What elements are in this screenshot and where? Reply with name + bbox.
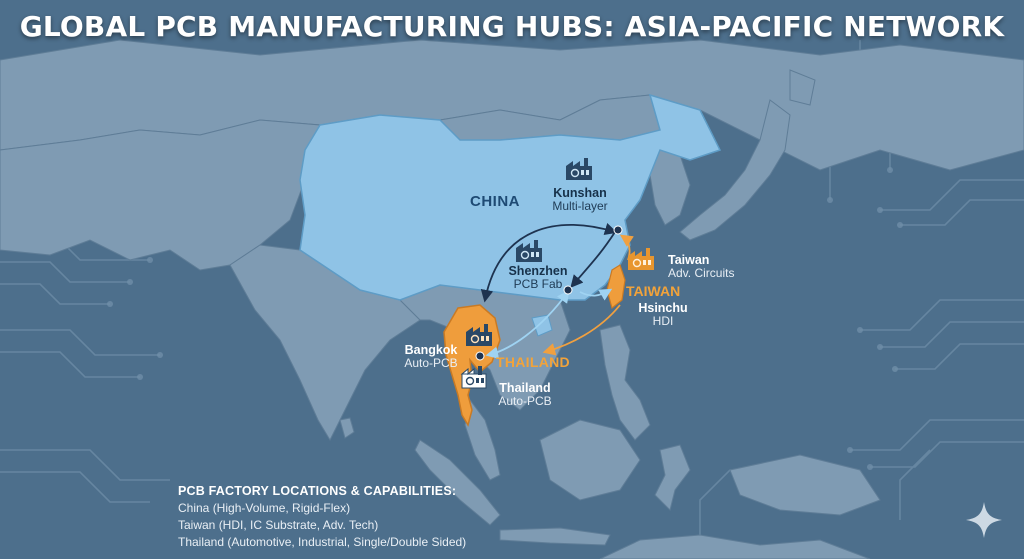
gear-icon	[465, 376, 475, 386]
country-label-taiwan: TAIWAN	[626, 283, 681, 299]
legend-item-china: China (High-Volume, Rigid-Flex)	[178, 501, 351, 515]
country-label-china: CHINA	[470, 193, 520, 210]
country-label-thailand: THAILAND	[496, 354, 570, 370]
hub-capability: Multi-layer	[552, 199, 608, 214]
factory-icon	[460, 366, 487, 389]
route-taiwan-thailand	[542, 304, 621, 356]
hub-name: Hsinchu	[638, 301, 688, 315]
gear-icon	[632, 258, 642, 268]
hub-name: Thailand	[499, 381, 551, 395]
hub-capability: PCB Fab	[513, 277, 563, 292]
hub-name: Bangkok	[404, 343, 458, 357]
route-kunshan-bangkok	[480, 223, 618, 303]
hub-name: Taiwan	[668, 253, 710, 267]
shenzhen-marker[interactable]	[563, 285, 573, 295]
hub-label-hsinchu[interactable]: Hsinchu HDI	[630, 301, 696, 329]
hub-label-shenzhen[interactable]: Shenzhen PCB Fab	[500, 264, 576, 292]
factory-icon	[628, 248, 654, 270]
hub-markers	[475, 225, 623, 361]
kunshan-marker[interactable]	[613, 225, 623, 235]
route-shenzhen-taiwan	[579, 288, 613, 301]
route-kunshan-shenzhen	[570, 231, 616, 288]
hub-capability: Auto-PCB	[404, 356, 458, 371]
land-masses	[0, 39, 1024, 559]
hub-name: Shenzhen	[508, 264, 568, 278]
hub-capability: Auto-PCB	[498, 394, 552, 409]
gear-icon	[520, 250, 530, 260]
legend-item-taiwan: Taiwan (HDI, IC Substrate, Adv. Tech)	[178, 518, 379, 532]
hub-capability: Adv. Circuits	[668, 266, 735, 281]
legend-item-thailand: Thailand (Automotive, Industrial, Single…	[178, 535, 467, 549]
legend-title: PCB FACTORY LOCATIONS & CAPABILITIES:	[178, 484, 457, 498]
hub-name: Kunshan	[553, 186, 607, 200]
sparkle-icon	[966, 502, 1002, 538]
gear-icon	[470, 334, 480, 344]
gear-icon	[570, 168, 580, 178]
page-title: GLOBAL PCB MANUFACTURING HUBS: ASIA-PACI…	[19, 10, 1005, 43]
factory-icon	[466, 324, 492, 346]
hub-label-kunshan[interactable]: Kunshan Multi-layer	[540, 186, 620, 214]
bangkok-marker[interactable]	[475, 351, 485, 361]
hub-capability: HDI	[652, 314, 674, 329]
hub-label-taiwan[interactable]: Taiwan Adv. Circuits	[668, 253, 734, 281]
factory-icon	[516, 240, 542, 262]
hub-label-thailand[interactable]: Thailand Auto-PCB	[490, 381, 560, 409]
factory-icon	[566, 158, 592, 180]
legend: PCB FACTORY LOCATIONS & CAPABILITIES: Ch…	[178, 483, 466, 551]
route-shenzhen-thailand	[485, 289, 570, 359]
hub-label-bangkok[interactable]: Bangkok Auto-PCB	[398, 343, 464, 371]
circuit-nodes	[107, 167, 903, 470]
